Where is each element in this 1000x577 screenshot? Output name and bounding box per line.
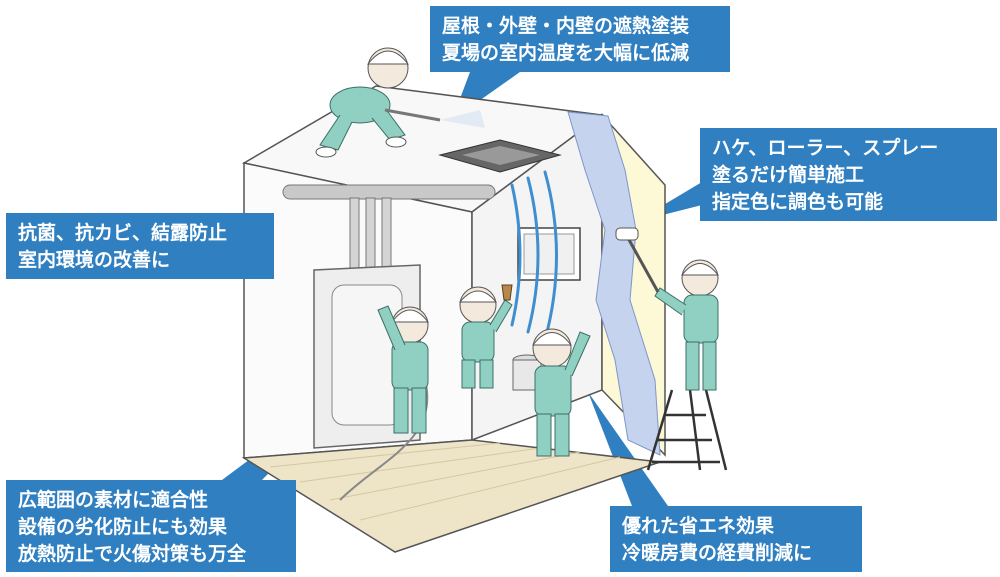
callout-line: 屋根・外壁・内壁の遮熱塗装 <box>442 15 690 37</box>
callout-line: 広範囲の素材に適合性 <box>18 489 209 511</box>
heat-waves <box>510 170 558 342</box>
horizontal-pipe <box>282 184 496 200</box>
callout-line: 抗菌、抗カビ、結露防止 <box>18 222 228 244</box>
hygiene-callout: 抗菌、抗カビ、結露防止 室内環境の改善に <box>6 213 274 279</box>
callout-line: 設備の劣化防止にも効果 <box>18 516 228 538</box>
roller-worker-figure <box>654 259 720 391</box>
energy-saving-callout: 優れた省エネ効果 冷暖房費の経費削減に <box>610 506 862 572</box>
callout-line: ハケ、ローラー、スプレー <box>712 137 939 159</box>
coated-wall-strip <box>567 111 661 456</box>
callout-line: 室内環境の改善に <box>18 249 171 271</box>
step-ladder <box>646 389 728 471</box>
callout-line: 指定色に調色も可能 <box>712 191 884 213</box>
ceiling-vent-grille <box>462 146 540 165</box>
callout-line: 塗るだけ簡単施工 <box>712 164 865 186</box>
paint-roller-head <box>615 227 639 241</box>
boiler-worker-figure <box>377 305 430 434</box>
callout-line: 放熱防止で火傷対策も万全 <box>18 543 247 565</box>
wooden-floor <box>241 439 661 553</box>
vertical-pipe-1 <box>349 197 360 279</box>
vertical-pipe-2 <box>365 197 376 279</box>
callout-line: 優れた省エネ効果 <box>622 515 775 537</box>
roof-spray-mist <box>440 110 485 128</box>
roof-worker-figure <box>315 47 441 158</box>
energy-callout-pointer <box>588 392 668 506</box>
callout-line: 冷暖房費の経費削減に <box>622 542 813 564</box>
paint-roller-pole <box>626 237 660 293</box>
ac-worker-figure <box>531 328 591 457</box>
roof-coating-callout: 屋根・外壁・内壁の遮熱塗装 夏場の室内温度を大幅に低減 <box>430 6 730 72</box>
spray-hose <box>339 379 429 501</box>
materials-callout: 広範囲の素材に適合性 設備の劣化防止にも効果 放熱防止で火傷対策も万全 <box>6 480 296 572</box>
air-conditioner-panel <box>523 233 575 275</box>
callout-line: 夏場の室内温度を大幅に低減 <box>442 42 690 64</box>
floor-boards <box>269 442 621 521</box>
application-method-callout: ハケ、ローラー、スプレー 塗るだけ簡単施工 指定色に調色も可能 <box>700 128 997 221</box>
brush-worker-figure <box>458 284 513 389</box>
